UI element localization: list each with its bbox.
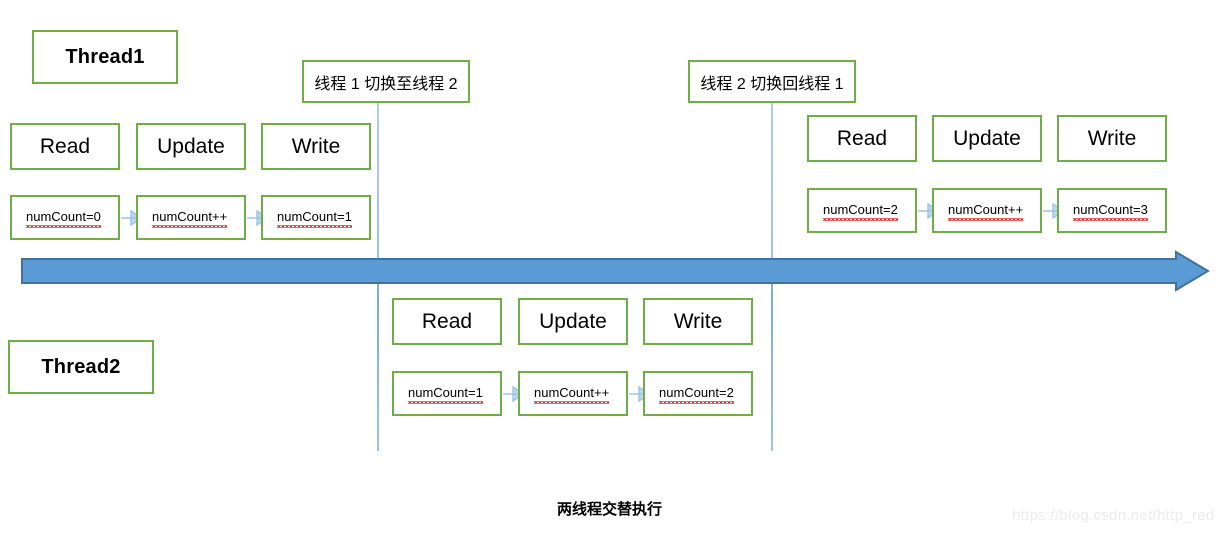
switch-label-box-2-to-1: 线程 2 切换回线程 1 (688, 60, 856, 103)
value-box-update: numCount++ (136, 195, 246, 240)
op-label: Write (673, 309, 723, 333)
op-box-update: Update (932, 115, 1042, 162)
timeline-arrow-icon (21, 250, 1210, 292)
op-box-read: Read (807, 115, 917, 162)
thread2-label-box: Thread2 (8, 340, 154, 394)
value-label: numCount=1 (277, 209, 352, 228)
value-box-write: numCount=3 (1057, 188, 1167, 233)
value-label: numCount=0 (26, 209, 101, 228)
value-box-write: numCount=2 (643, 371, 753, 416)
value-box-read: numCount=1 (392, 371, 502, 416)
value-label: numCount=2 (823, 202, 898, 221)
op-label: Write (291, 134, 341, 158)
value-label: numCount++ (948, 202, 1024, 221)
op-box-write: Write (261, 123, 371, 170)
value-label: numCount=2 (659, 385, 734, 404)
op-box-read: Read (10, 123, 120, 170)
op-box-write: Write (643, 298, 753, 345)
switch-label-text-1-to-2: 线程 1 切换至线程 2 (314, 75, 458, 93)
op-box-write: Write (1057, 115, 1167, 162)
value-box-update: numCount++ (518, 371, 628, 416)
op-box-read: Read (392, 298, 502, 345)
value-label: numCount++ (534, 385, 610, 404)
value-box-read: numCount=2 (807, 188, 917, 233)
thread2-label-text: Thread2 (41, 355, 121, 378)
op-label: Update (157, 134, 225, 158)
value-label: numCount++ (152, 209, 228, 228)
op-label: Update (539, 309, 607, 333)
value-box-read: numCount=0 (10, 195, 120, 240)
op-box-update: Update (518, 298, 628, 345)
diagram-caption: 两线程交替执行 (557, 501, 663, 518)
op-label: Read (421, 309, 473, 333)
switch-label-box-1-to-2: 线程 1 切换至线程 2 (302, 60, 470, 103)
op-label: Read (836, 126, 888, 150)
op-label: Read (39, 134, 91, 158)
value-box-update: numCount++ (932, 188, 1042, 233)
watermark-text: https://blog.csdn.net/http_red (1012, 507, 1215, 524)
op-box-update: Update (136, 123, 246, 170)
switch-label-text-2-to-1: 线程 2 切换回线程 1 (700, 75, 844, 93)
thread1-label-text: Thread1 (65, 45, 145, 68)
op-label: Write (1087, 126, 1137, 150)
value-label: numCount=1 (408, 385, 483, 404)
thread1-label-box: Thread1 (32, 30, 178, 84)
value-label: numCount=3 (1073, 202, 1148, 221)
value-box-write: numCount=1 (261, 195, 371, 240)
op-label: Update (953, 126, 1021, 150)
